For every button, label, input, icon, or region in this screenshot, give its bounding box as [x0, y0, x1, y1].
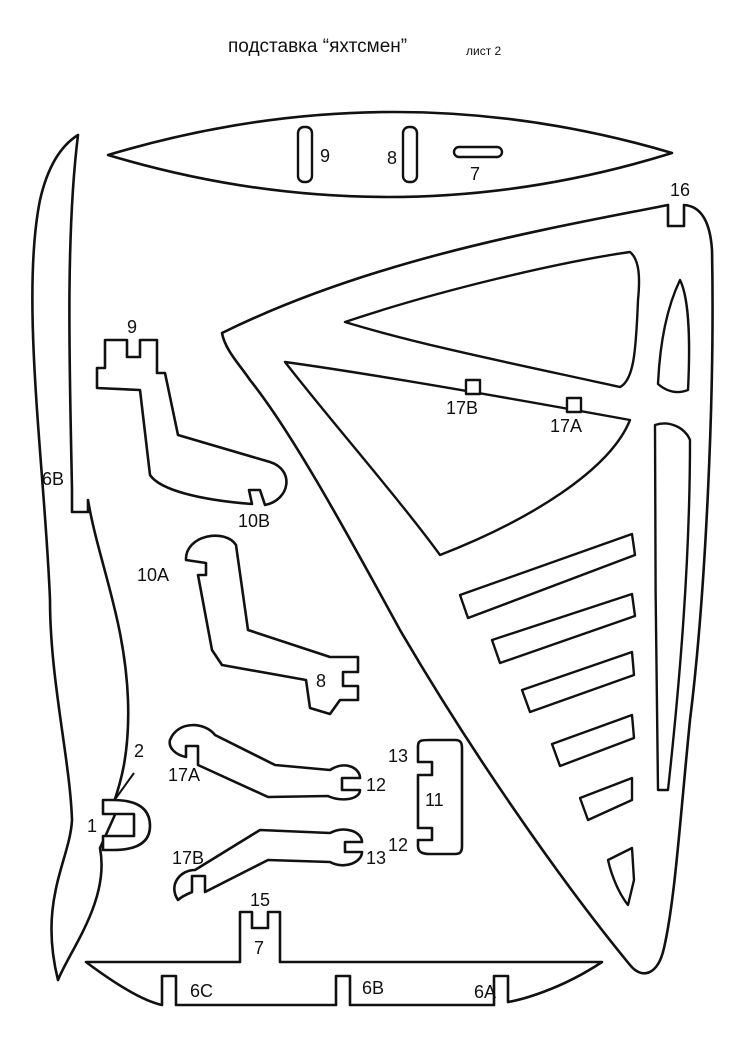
label-1: 1 — [87, 816, 97, 836]
sheet-title: подставка “яхтсмен” — [228, 36, 408, 57]
base-part: 15 7 6C 6B 6A — [84, 890, 604, 1007]
sheet-number: лист 2 — [466, 44, 502, 58]
label-8-tab: 8 — [316, 671, 326, 691]
label-7-slot: 7 — [470, 164, 480, 184]
label-8-slot: 8 — [387, 148, 397, 168]
label-10a: 10A — [137, 565, 169, 585]
label-7-tab: 7 — [254, 938, 264, 958]
label-6b-base: 6B — [362, 978, 384, 998]
part-9-10b: 9 10B — [95, 317, 288, 531]
label-12-tab-a: 12 — [366, 775, 386, 795]
label-9-tab: 9 — [127, 317, 137, 337]
part-17b-13: 17B 13 — [172, 828, 386, 902]
label-10b: 10B — [238, 511, 270, 531]
label-6c: 6C — [190, 981, 213, 1001]
label-17b-tab: 17B — [172, 848, 204, 868]
label-11: 11 — [425, 790, 444, 810]
label-17a-tab: 17A — [168, 765, 200, 785]
deck-part: 9 8 7 — [106, 110, 674, 199]
sail-part: 16 17B 17A — [220, 180, 714, 975]
label-16: 16 — [670, 180, 690, 200]
label-17b-sail: 17B — [446, 398, 478, 418]
part-11: 13 11 12 — [388, 738, 464, 856]
label-13-tab-b: 13 — [366, 848, 386, 868]
label-6b-slot: 6B — [42, 469, 64, 489]
label-6a: 6A — [474, 982, 496, 1002]
label-15: 15 — [250, 890, 270, 910]
hull-side-part: 6B — [31, 133, 130, 982]
label-12-tab-b: 12 — [388, 835, 408, 855]
label-17a-sail: 17A — [550, 416, 582, 436]
part-10a-8: 10A 8 — [137, 534, 360, 716]
part-1: 2 1 — [87, 741, 152, 852]
label-2: 2 — [134, 741, 144, 761]
part-17a-12: 17A 12 — [168, 723, 386, 801]
label-13-tab-a: 13 — [388, 746, 408, 766]
label-9-slot: 9 — [320, 146, 330, 166]
